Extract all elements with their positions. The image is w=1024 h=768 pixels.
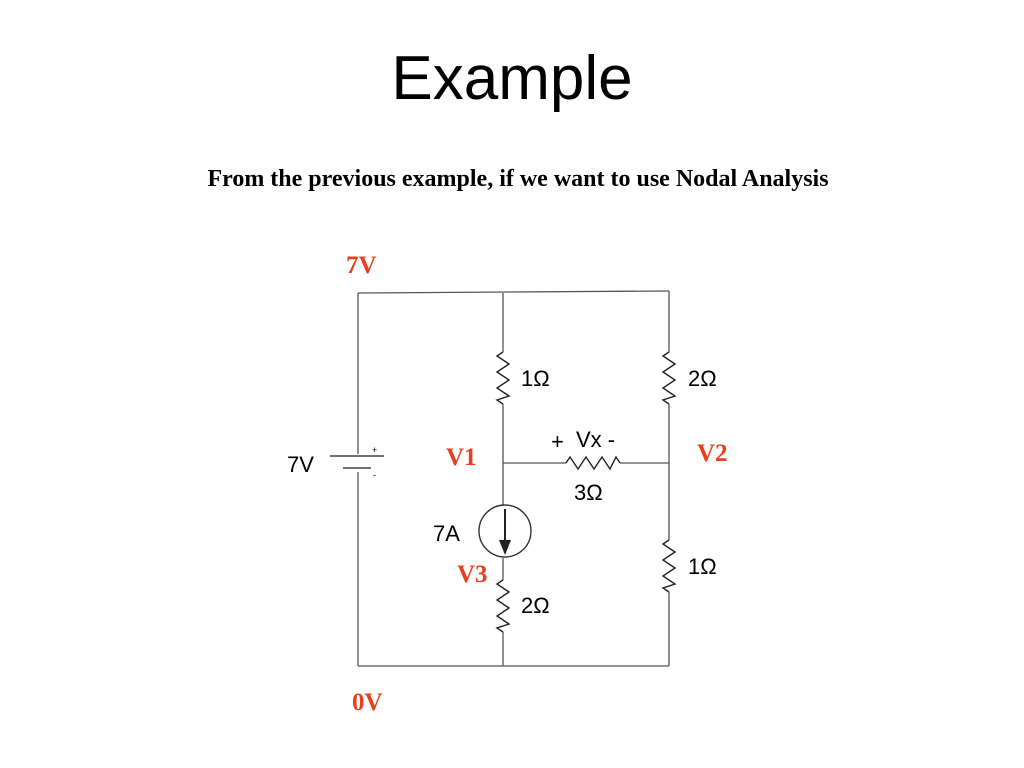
node-label-ground: 0V — [352, 689, 383, 716]
resistor-bottom-right-label: 1Ω — [688, 554, 717, 579]
vx-label: Vx - — [576, 427, 615, 452]
voltage-source-minus: - — [373, 470, 376, 480]
resistor-top-left — [495, 351, 511, 405]
slide-title: Example — [391, 44, 633, 113]
node-label-v1: V1 — [446, 444, 477, 471]
resistor-top-right-label: 2Ω — [688, 366, 717, 391]
voltage-source-plus: + — [372, 445, 377, 455]
resistor-middle-label: 3Ω — [574, 480, 603, 505]
current-source — [478, 504, 532, 558]
voltage-source-label: 7V — [287, 452, 314, 477]
resistor-top-left-label: 1Ω — [521, 366, 550, 391]
node-label-v2: V2 — [697, 440, 728, 467]
circuit-wires — [357, 290, 670, 667]
voltage-source — [330, 455, 384, 469]
resistor-bottom-left — [495, 579, 511, 633]
wire-top — [357, 290, 670, 294]
current-source-label: 7A — [433, 521, 460, 546]
resistor-top-right — [661, 351, 677, 405]
resistor-bottom-left-label: 2Ω — [521, 593, 550, 618]
resistor-bottom-right — [661, 539, 677, 593]
vx-plus-label: + — [551, 429, 564, 454]
current-arrow-icon — [499, 540, 511, 555]
node-label-top: 7V — [346, 252, 377, 279]
resistor-middle — [565, 455, 621, 471]
node-label-v3: V3 — [457, 561, 488, 588]
slide-subtitle: From the previous example, if we want to… — [207, 166, 829, 192]
